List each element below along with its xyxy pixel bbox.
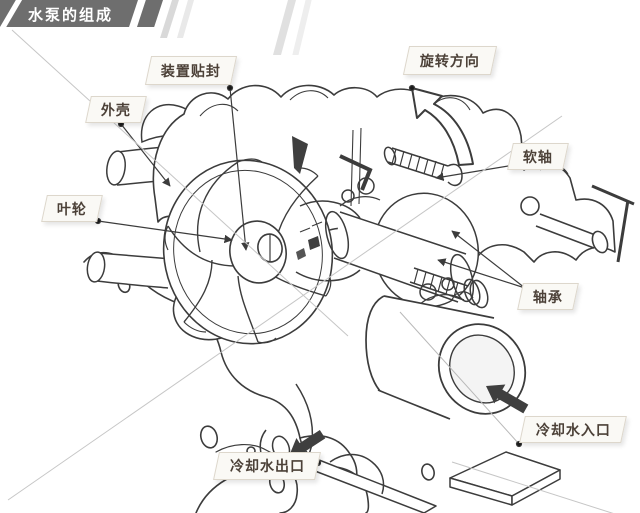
drive-shaft [295, 146, 489, 309]
dark-accents [292, 136, 373, 191]
rotation-arrow-icon [411, 87, 474, 166]
shaft-bolt-upper [383, 146, 463, 187]
header-bar: 水泵的组成 [0, 0, 138, 27]
label-flexible-shaft: 软轴 [507, 143, 569, 170]
label-cooling-water-outlet: 冷却水出口 [213, 452, 321, 480]
inlet-arrow-icon [486, 384, 529, 414]
label-gasket-seal: 装置贴封 [144, 56, 238, 85]
gasket-plate [301, 451, 561, 513]
decorative-diagonals [7, 29, 614, 513]
shaft-bolt-lower [409, 267, 489, 309]
flow-arrows [289, 384, 529, 457]
inlet-pipe [365, 291, 527, 420]
label-bearing: 轴承 [517, 283, 579, 310]
label-cooling-water-inlet: 冷却水入口 [519, 416, 627, 443]
page-title: 水泵的组成 [28, 6, 114, 24]
label-outer-shell: 外壳 [85, 96, 147, 123]
label-rotation-direction: 旋转方向 [402, 46, 498, 75]
label-impeller: 叶轮 [41, 195, 103, 222]
outlet-arrow-icon [289, 430, 326, 457]
